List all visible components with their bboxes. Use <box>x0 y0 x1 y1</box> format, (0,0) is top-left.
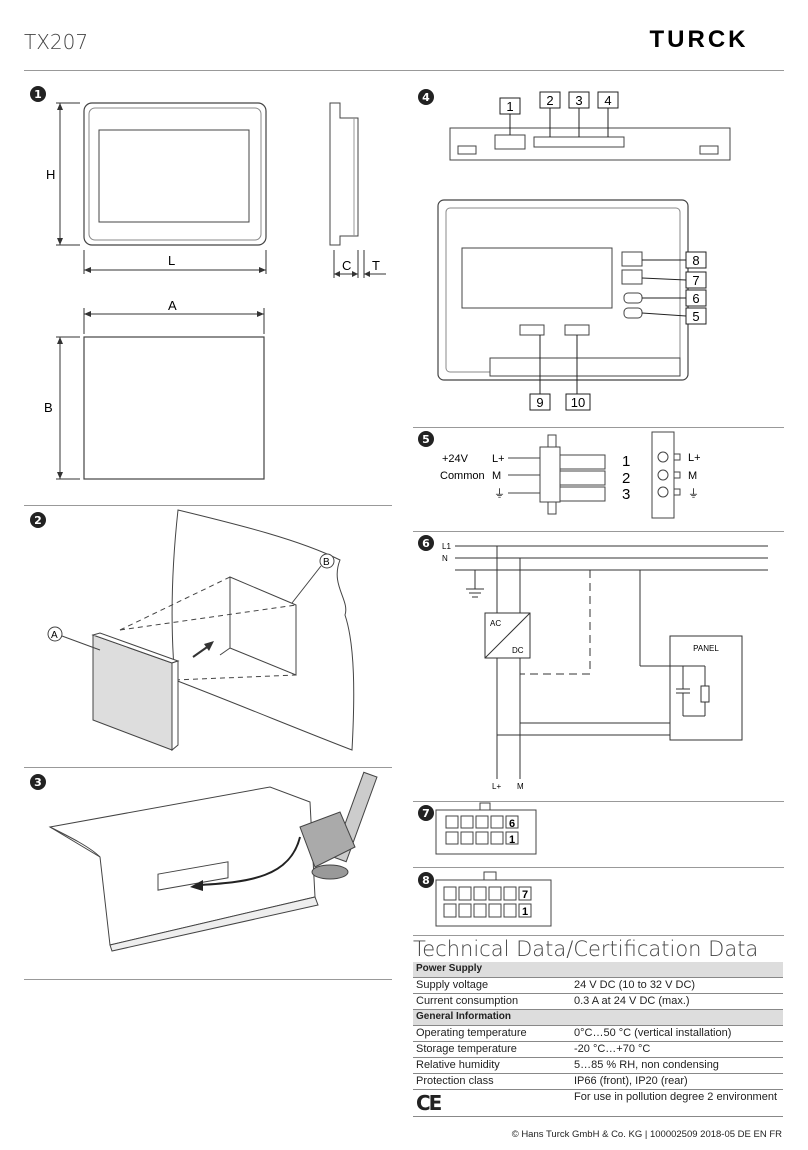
callout-7: 7 <box>692 273 699 288</box>
callout-1: 1 <box>506 99 513 114</box>
callout-10: 10 <box>571 395 585 410</box>
dim-label-t: T <box>372 258 380 273</box>
left-bottom-rule <box>24 979 392 980</box>
pin-1: 1 <box>622 453 630 470</box>
group-name: Power Supply <box>413 962 783 978</box>
section-8-rule <box>413 867 784 868</box>
section-3-rule <box>24 767 392 768</box>
section-2-rule <box>24 505 392 506</box>
panel-label: PANEL <box>693 644 719 653</box>
right-label-lplus: L+ <box>688 452 701 464</box>
table-row: CE For use in pollution degree 2 environm… <box>413 1089 783 1117</box>
rear-view-drawing: 1 2 3 4 8 7 6 5 9 10 <box>437 91 731 411</box>
callout-a: A <box>51 630 58 641</box>
table-group-header: General Information <box>413 1009 783 1026</box>
dim-label-a: A <box>168 298 177 313</box>
section-number-5: 5 <box>418 431 434 447</box>
callout-8: 8 <box>692 253 699 268</box>
svg-text:⏚: ⏚ <box>494 487 505 500</box>
dim-label-c: C <box>342 258 351 273</box>
row-key: Operating temperature <box>413 1025 571 1042</box>
power-connector-drawing: +24V Common L+ M ⏚ 1 2 3 L+ M ⏚ <box>440 431 701 519</box>
right-label-m: M <box>688 470 697 482</box>
group-name: General Information <box>413 1009 783 1026</box>
pin-3: 3 <box>622 486 630 503</box>
dim-label-h: H <box>46 167 55 182</box>
pin-label-bottom: 1 <box>522 906 528 918</box>
dimension-drawings: H L C T A B <box>44 102 386 480</box>
section-number-4: 4 <box>418 89 434 105</box>
label-ac: AC <box>490 619 501 628</box>
label-m: M <box>492 470 501 482</box>
header-rule <box>24 70 784 71</box>
pin-2: 2 <box>622 470 630 487</box>
dim-label-l: L <box>168 253 175 268</box>
turck-logo: TURCK <box>650 28 749 50</box>
ce-text: For use in pollution degree 2 environmen… <box>571 1089 783 1117</box>
brand-text: TURCK <box>650 28 749 50</box>
row-key: Protection class <box>413 1073 571 1090</box>
panel-insertion-drawing: A B <box>47 509 355 752</box>
callout-9: 9 <box>536 395 543 410</box>
svg-text:⏚: ⏚ <box>688 487 699 500</box>
footer-text: © Hans Turck GmbH & Co. KG | 100002509 2… <box>511 1129 782 1140</box>
label-l1: L1 <box>442 542 451 551</box>
callout-6: 6 <box>692 291 699 306</box>
row-value: -20 °C…+70 °C <box>571 1041 783 1058</box>
row-key: Relative humidity <box>413 1057 571 1074</box>
table-row: Storage temperature-20 °C…+70 °C <box>413 1041 783 1058</box>
row-value: 0°C…50 °C (vertical installation) <box>571 1025 783 1042</box>
ce-mark-icon: CE <box>416 1091 442 1115</box>
row-value: 24 V DC (10 to 32 V DC) <box>571 977 783 994</box>
callout-2: 2 <box>546 93 553 108</box>
section-number-1: 1 <box>30 86 46 102</box>
label-dc: DC <box>512 646 524 655</box>
dim-label-b: B <box>44 400 53 415</box>
label-n: N <box>442 554 448 563</box>
table-group-header: Power Supply <box>413 962 783 978</box>
callout-b: B <box>323 557 330 568</box>
section-6-rule <box>413 531 784 532</box>
pin-label-top: 7 <box>522 889 528 901</box>
connector-8-drawing: 7 1 <box>435 871 552 927</box>
row-value: IP66 (front), IP20 (rear) <box>571 1073 783 1090</box>
screw-clip <box>299 771 378 880</box>
label-common: Common <box>440 470 485 482</box>
section-number-3: 3 <box>30 774 46 790</box>
document-title: TX207 <box>24 30 89 54</box>
section-7-rule <box>413 801 784 802</box>
label-plus24: +24V <box>442 453 469 465</box>
mounting-clip-drawing <box>48 771 378 952</box>
section-number-7: 7 <box>418 805 434 821</box>
label-lplus: L+ <box>492 453 505 465</box>
pin-label-bottom: 1 <box>509 834 515 846</box>
section-number-6: 6 <box>418 535 434 551</box>
section-5-rule <box>413 427 784 428</box>
callout-4: 4 <box>604 93 611 108</box>
callout-3: 3 <box>575 93 582 108</box>
bottom-label-lplus: L+ <box>492 782 501 791</box>
row-key: Current consumption <box>413 993 571 1010</box>
row-key: Storage temperature <box>413 1041 571 1058</box>
connector-7-drawing: 6 1 <box>435 802 537 855</box>
row-value: 0.3 A at 24 V DC (max.) <box>571 993 783 1010</box>
row-key: Supply voltage <box>413 977 571 994</box>
pin-label-top: 6 <box>509 818 515 830</box>
row-value: 5…85 % RH, non condensing <box>571 1057 783 1074</box>
callout-5: 5 <box>692 309 699 324</box>
section-number-2: 2 <box>30 512 46 528</box>
tech-rule <box>413 935 784 936</box>
bottom-label-m: M <box>517 782 524 791</box>
wiring-diagram: L1 N AC DC PANEL L+ M <box>442 542 768 791</box>
tech-data-title: Technical Data/Certification Data <box>413 937 759 961</box>
section-number-8: 8 <box>418 872 434 888</box>
